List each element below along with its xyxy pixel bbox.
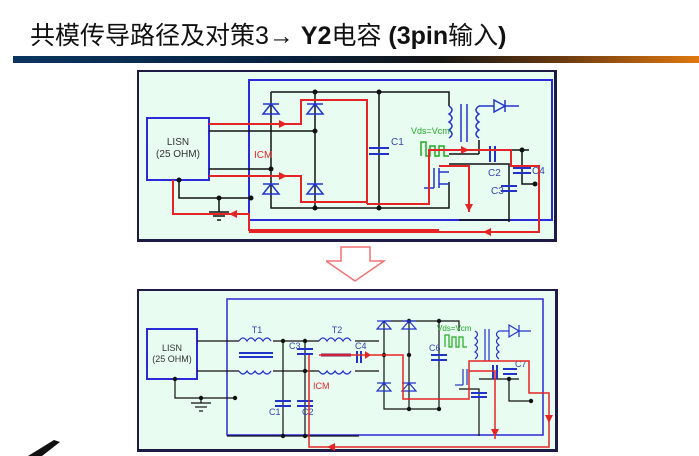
junction-dots <box>176 89 538 211</box>
lisn-box <box>146 328 198 380</box>
icm-label: ICM <box>254 150 272 161</box>
common-mode-choke-icon <box>238 337 352 375</box>
title-arrow: → <box>268 22 294 50</box>
lisn-label: LISN <box>167 137 189 148</box>
c4-label: C4 <box>355 341 367 351</box>
square-wave-icon <box>420 141 449 157</box>
title-capacitor: 电容 <box>331 22 389 50</box>
capacitor-c1 <box>369 147 389 155</box>
title-underline <box>13 56 699 63</box>
circuit-diagram-with-y2: LISN (25 OHM) T1 T2 <box>137 289 558 452</box>
diode-icon <box>400 320 418 330</box>
c2-label: C2 <box>302 407 314 417</box>
t1-label: T1 <box>252 325 263 335</box>
wires <box>174 320 531 437</box>
lisn-impedance: (25 OHM) <box>156 149 200 160</box>
circuit-diagram-original: LISN (25 OHM) <box>137 70 557 242</box>
c3-label: C3 <box>289 341 301 351</box>
circuit-bottom-svg: LISN (25 OHM) T1 T2 <box>146 298 553 451</box>
ground-icon <box>209 208 229 221</box>
diode-icon <box>305 182 325 195</box>
capacitors-c2-c4 <box>489 146 531 192</box>
transformer-icon <box>473 323 531 361</box>
icm-current-path <box>308 354 550 448</box>
vds-label: Vds=Vcm <box>411 126 450 136</box>
output-diode-icon <box>479 98 519 114</box>
ground-icon <box>191 402 211 412</box>
t2-label: T2 <box>332 325 343 335</box>
down-arrow-icon <box>326 246 386 282</box>
c6-label: C6 <box>429 343 441 353</box>
capacitors <box>275 348 517 407</box>
diode-icon <box>261 102 281 115</box>
bridge-rectifier <box>261 102 325 195</box>
square-wave-icon <box>444 334 467 348</box>
circuit-top-svg: LISN (25 OHM) <box>146 79 553 236</box>
mosfet-icon <box>424 168 449 189</box>
c1-label: C1 <box>391 137 404 148</box>
diode-icon <box>375 382 393 392</box>
diode-icon <box>400 382 418 392</box>
current-arrows <box>229 120 491 236</box>
title-3pin: (3pin <box>388 22 449 50</box>
mosfet-icon <box>455 369 468 386</box>
c3-label: C3 <box>491 186 504 197</box>
device-boundary <box>226 298 544 436</box>
current-arrows <box>327 351 553 451</box>
icm-current-path <box>172 99 540 233</box>
icm-label: ICM <box>313 381 330 391</box>
slide-title: 共模传导路径及对策3→ Y2电容 (3pin输入) <box>30 16 506 52</box>
lisn-impedance: (25 OHM) <box>152 354 192 364</box>
vds-label: Vds=Vcm <box>437 324 472 333</box>
transformer-icon <box>447 104 481 142</box>
diode-icon <box>305 102 325 115</box>
lisn-label: LISN <box>162 343 182 353</box>
device-boundary <box>248 79 553 221</box>
title-paren: ) <box>498 22 507 50</box>
diode-icon <box>375 320 393 330</box>
diode-icon <box>261 182 281 195</box>
c1-label: C1 <box>269 407 281 417</box>
title-y2: Y2 <box>293 22 332 50</box>
c2-label: C2 <box>488 168 501 179</box>
title-input: 输入 <box>448 22 499 50</box>
wires <box>178 91 535 222</box>
c7-label: C7 <box>515 359 527 369</box>
title-text: 共模传导路径及对策3 <box>30 22 269 50</box>
bridge-rectifier <box>375 320 418 392</box>
graduation-cap-icon <box>28 440 60 456</box>
